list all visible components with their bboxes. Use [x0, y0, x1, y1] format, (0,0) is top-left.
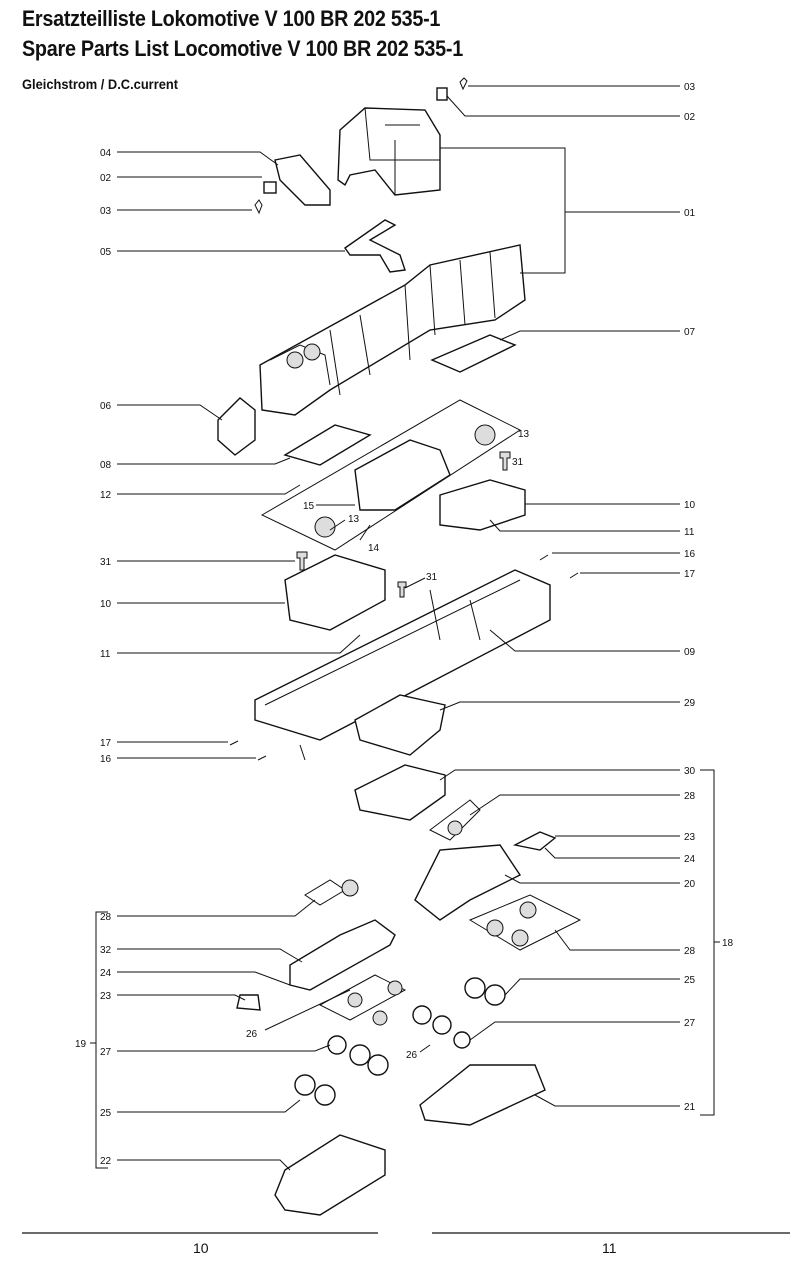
label-25: 25 — [684, 975, 696, 986]
part-02-left — [263, 181, 277, 194]
part-25-wheelset-left — [294, 1074, 316, 1096]
part-31-screw-b — [296, 551, 308, 571]
label-05: 05 — [100, 247, 112, 258]
part-10-left — [284, 554, 386, 631]
label-29: 29 — [684, 698, 696, 709]
label-13: 13 — [348, 514, 360, 525]
label-31: 31 — [512, 457, 524, 468]
label-22: 22 — [100, 1156, 112, 1167]
label-14: 14 — [368, 543, 380, 554]
label-26: 26 — [246, 1029, 258, 1040]
label-28: 28 — [684, 791, 696, 802]
part-labels: 03 02 01 07 13 31 10 11 16 17 09 29 30 2… — [75, 82, 734, 1167]
label-21: 21 — [684, 1102, 696, 1113]
label-27: 27 — [100, 1047, 112, 1058]
part-05 — [344, 219, 406, 273]
label-23: 23 — [684, 832, 696, 843]
part-21-bogie — [419, 1064, 546, 1126]
label-17: 17 — [684, 569, 696, 580]
part-03-left — [254, 199, 263, 215]
label-32: 32 — [100, 945, 112, 956]
label-24: 24 — [100, 968, 112, 979]
part-04-window — [274, 154, 331, 206]
label-28: 28 — [100, 912, 112, 923]
label-09: 09 — [684, 647, 696, 658]
part-01-body — [259, 244, 526, 416]
part-07 — [430, 334, 517, 373]
part-20-bogie-frame — [414, 844, 522, 921]
part-02-top — [436, 87, 448, 101]
label-23: 23 — [100, 991, 112, 1002]
label-15: 15 — [303, 501, 315, 512]
label-16: 16 — [100, 754, 112, 765]
label-02: 02 — [100, 173, 112, 184]
label-24: 24 — [684, 854, 696, 865]
part-23-right — [512, 831, 557, 851]
part-22-bogie — [274, 1134, 386, 1216]
subtitle-current: Gleichstrom / D.C.current — [22, 76, 179, 92]
label-07: 07 — [684, 327, 696, 338]
part-31-screw-a — [499, 451, 511, 471]
part-29 — [354, 694, 446, 756]
label-18-group: 18 — [722, 938, 734, 949]
part-32-bogie-frame — [289, 919, 396, 991]
label-25: 25 — [100, 1108, 112, 1119]
part-09-chassis — [254, 569, 551, 741]
label-19-group: 19 — [75, 1039, 87, 1050]
label-10: 10 — [684, 500, 696, 511]
label-03: 03 — [684, 82, 696, 93]
part-30 — [354, 764, 446, 821]
label-31: 31 — [426, 572, 438, 583]
label-30: 30 — [684, 766, 696, 777]
label-27: 27 — [684, 1018, 696, 1029]
part-13-flywheel-a — [474, 424, 496, 446]
label-01: 01 — [684, 208, 696, 219]
label-03: 03 — [100, 206, 112, 217]
label-11: 11 — [684, 527, 695, 538]
part-14-motor — [354, 439, 451, 511]
part-08 — [283, 424, 372, 466]
part-06 — [217, 397, 256, 456]
part-12-motor-panel — [260, 399, 522, 551]
label-16: 16 — [684, 549, 696, 560]
part-10-right — [439, 479, 526, 531]
label-28: 28 — [684, 946, 696, 957]
part-01-cab — [337, 107, 441, 196]
leader-lines — [90, 85, 720, 1171]
part-13-flywheel-b — [314, 516, 336, 538]
label-06: 06 — [100, 401, 112, 412]
label-17: 17 — [100, 738, 112, 749]
part-drawings — [217, 77, 582, 1216]
label-20: 20 — [684, 879, 696, 890]
label-31: 31 — [100, 557, 112, 568]
title-english: Spare Parts List Locomotive V 100 BR 202… — [22, 36, 463, 61]
label-13: 13 — [518, 429, 530, 440]
part-25-wheelset-right — [464, 977, 486, 999]
label-26: 26 — [406, 1050, 418, 1061]
page-number-right: 11 — [602, 1240, 617, 1256]
label-02: 02 — [684, 112, 696, 123]
label-10: 10 — [100, 599, 112, 610]
page-number-left: 10 — [193, 1240, 209, 1256]
label-11: 11 — [100, 649, 111, 660]
label-04: 04 — [100, 148, 112, 159]
label-12: 12 — [100, 490, 112, 501]
part-31-screw-c — [397, 581, 407, 598]
title-german: Ersatzteilliste Lokomotive V 100 BR 202 … — [22, 6, 441, 31]
label-08: 08 — [100, 460, 112, 471]
part-03-top — [459, 77, 468, 91]
